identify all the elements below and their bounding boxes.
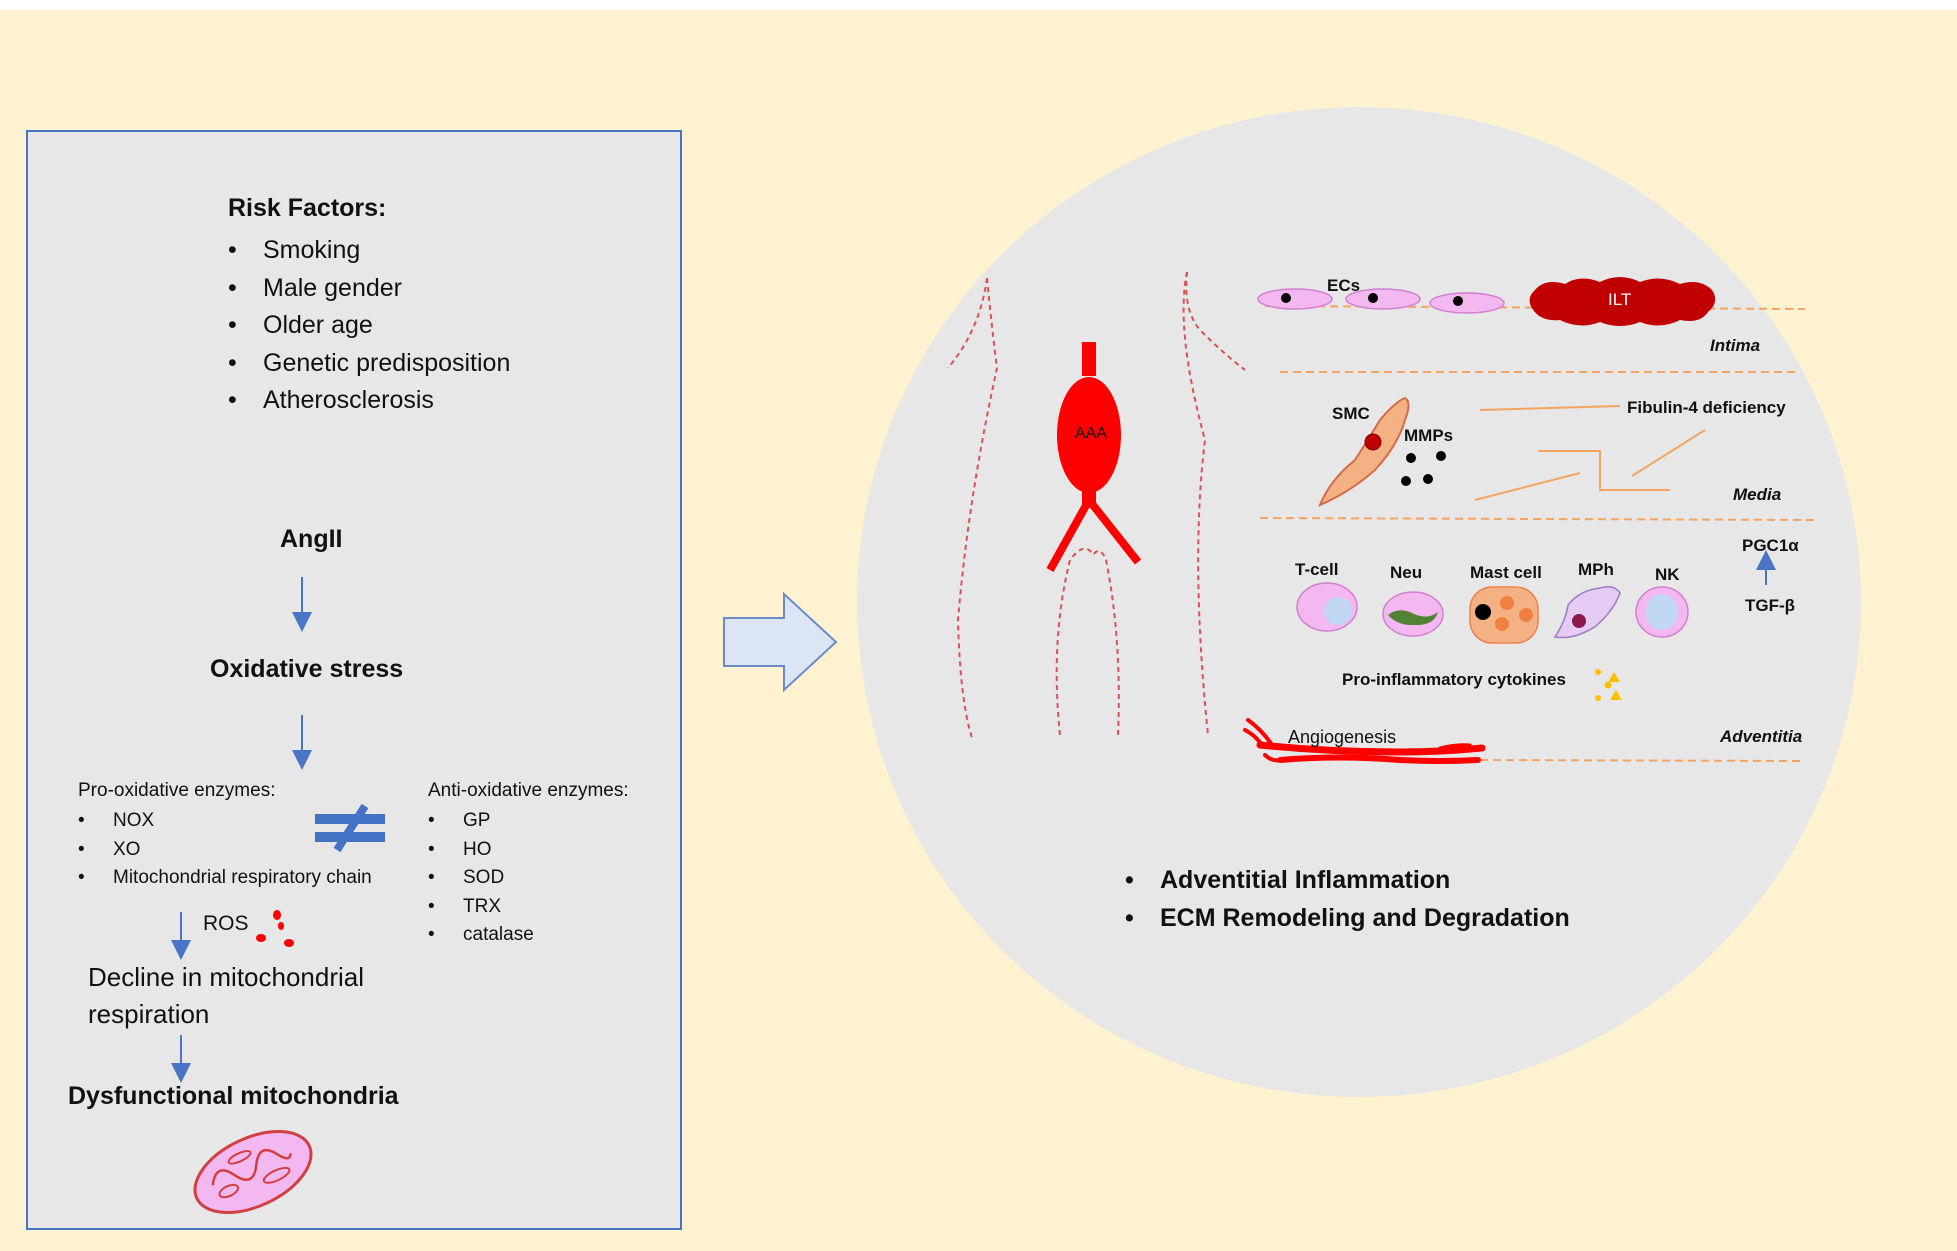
mitochondrion-icon — [193, 1130, 313, 1214]
nk-label: NK — [1655, 565, 1680, 584]
aaa-pathology-circle — [857, 107, 1861, 1097]
ros-dots-icon — [256, 910, 294, 947]
pro-oxidative-item: Mitochondrial respiratory chain — [78, 864, 413, 893]
anti-oxidative-item: TRX — [428, 893, 534, 922]
outcome-item: Adventitial Inflammation — [1125, 862, 1570, 900]
fibulin-label: Fibulin-4 deficiency — [1627, 398, 1786, 417]
angii-label: AngII — [280, 525, 343, 553]
ros-label: ROS — [203, 912, 249, 935]
ecs-label: ECs — [1327, 276, 1361, 295]
anti-oxidative-item: catalase — [428, 921, 534, 950]
mph-label: MPh — [1578, 560, 1614, 579]
pro-oxidative-title: Pro-oxidative enzymes: — [78, 780, 276, 801]
ilt-label: ILT — [1608, 290, 1632, 309]
cytokines-label: Pro-inflammatory cytokines — [1342, 670, 1566, 689]
anti-oxidative-item: GP — [428, 807, 534, 836]
risk-factor-item: Atherosclerosis — [228, 382, 523, 420]
pro-oxidative-item: XO — [78, 836, 413, 865]
top-strip — [0, 0, 1957, 10]
smc-label: SMC — [1332, 404, 1370, 423]
outcome-item: ECM Remodeling and Degradation — [1125, 900, 1570, 938]
mmps-label: MMPs — [1404, 426, 1454, 445]
adventitia-label: Adventitia — [1720, 727, 1803, 746]
risk-factor-item: Smoking — [228, 232, 523, 270]
angiogenesis-label: Angiogenesis — [1288, 727, 1397, 747]
decline-label: Decline in mitochondrial respiration — [88, 962, 365, 1029]
media-label: Media — [1733, 485, 1782, 504]
intima-label: Intima — [1710, 336, 1761, 355]
mechanism-panel: Risk Factors: Smoking Male gender Older … — [26, 130, 682, 1230]
t-cell-label: T-cell — [1295, 560, 1339, 579]
pgc1a-label: PGC1α — [1742, 536, 1799, 555]
anti-oxidative-title: Anti-oxidative enzymes: — [428, 780, 629, 801]
dysfunctional-mitochondria-label: Dysfunctional mitochondria — [68, 1082, 399, 1110]
risk-factors-list: Smoking Male gender Older age Genetic pr… — [228, 232, 523, 420]
anti-oxidative-item: SOD — [428, 864, 534, 893]
risk-factor-item: Older age — [228, 307, 523, 345]
not-equal-icon — [315, 804, 385, 852]
risk-factors-title: Risk Factors: — [228, 194, 387, 222]
mast-cell-label: Mast cell — [1470, 563, 1542, 582]
oxidative-stress-label: Oxidative stress — [210, 655, 404, 683]
pro-oxidative-item: NOX — [78, 807, 413, 836]
outcome-list: Adventitial Inflammation ECM Remodeling … — [1125, 862, 1570, 937]
risk-factor-item: Genetic predisposition — [228, 345, 523, 383]
risk-factor-item: Male gender — [228, 270, 523, 308]
pro-oxidative-list: NOX XO Mitochondrial respiratory chain — [78, 807, 413, 893]
neu-label: Neu — [1390, 563, 1423, 582]
anti-oxidative-item: HO — [428, 836, 534, 865]
tgf-beta-label: TGF-β — [1745, 596, 1796, 615]
anti-oxidative-list: GP HO SOD TRX catalase — [428, 807, 534, 950]
